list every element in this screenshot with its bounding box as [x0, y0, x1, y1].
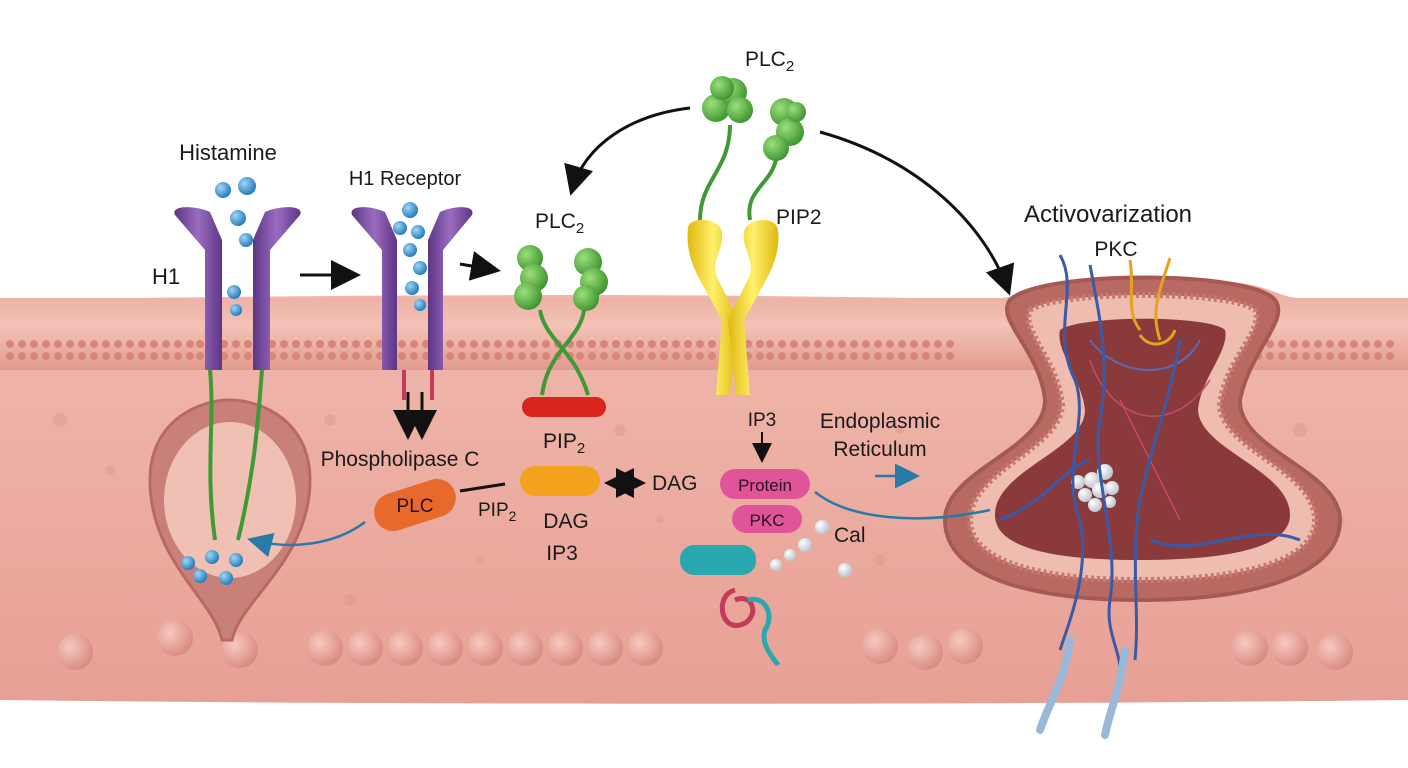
plc-pill-label: PLC: [397, 496, 434, 517]
calcium-ions: [770, 520, 852, 577]
phospholipase-c-label: Phospholipase C: [321, 448, 480, 471]
pkc-pill: [732, 505, 802, 533]
plc2-floating-protein: [698, 76, 806, 221]
plc2-top-label: PLC2: [745, 48, 794, 75]
line-plc-pip2: [459, 482, 506, 493]
h1-receptor-label: H1 Receptor: [349, 168, 462, 190]
cal-label: Cal: [834, 524, 866, 547]
protein-helix: [719, 587, 781, 667]
plc2-mid-label: PLC2: [535, 210, 584, 237]
blue-arrows: [247, 463, 991, 558]
endoplasmic-reticulum: [942, 254, 1343, 739]
dag-center-label: DAG: [543, 510, 589, 533]
activarization-label: Activovarization: [1024, 201, 1192, 228]
protein-pill: [720, 469, 810, 499]
line-protein-to-er: [814, 491, 991, 520]
plc2-membrane-protein: [514, 245, 608, 417]
dag-pill: [520, 466, 600, 496]
ip3-top-label: IP3: [748, 410, 777, 431]
endoplasmic-label-line2: Reticulum: [833, 438, 926, 461]
h1-receptor-right: [351, 202, 473, 400]
dag-right-label: DAG: [652, 472, 698, 495]
arrow-plc2-curve-left: [564, 106, 691, 196]
arrow-plc-to-vesicle: [247, 521, 366, 558]
h1-receptor-left: [174, 177, 301, 541]
pip2-yellow-protein: [687, 219, 779, 395]
arrow-plc2-curve-right: [819, 130, 1015, 296]
ip3-center-label: IP3: [546, 542, 578, 565]
endoplasmic-label-line1: Endoplasmic: [820, 410, 940, 433]
pkc-pill-label: PKC: [750, 511, 785, 530]
pip2-left-label: PIP2: [478, 500, 517, 524]
teal-protein: [680, 545, 756, 575]
lower-vesicle-row: [57, 620, 1353, 670]
arrows: [300, 106, 1015, 498]
arrow-receptor-to-plc2: [459, 251, 501, 281]
pip2-top-label: PIP2: [776, 206, 822, 229]
pip2-center-label: PIP2: [543, 430, 585, 457]
h1-label: H1: [152, 264, 180, 289]
plc-pill: [374, 478, 456, 532]
histamine-label: Histamine: [179, 140, 277, 165]
protein-pill-label: Protein: [738, 476, 792, 495]
pkc-top-label: PKC: [1094, 238, 1137, 261]
